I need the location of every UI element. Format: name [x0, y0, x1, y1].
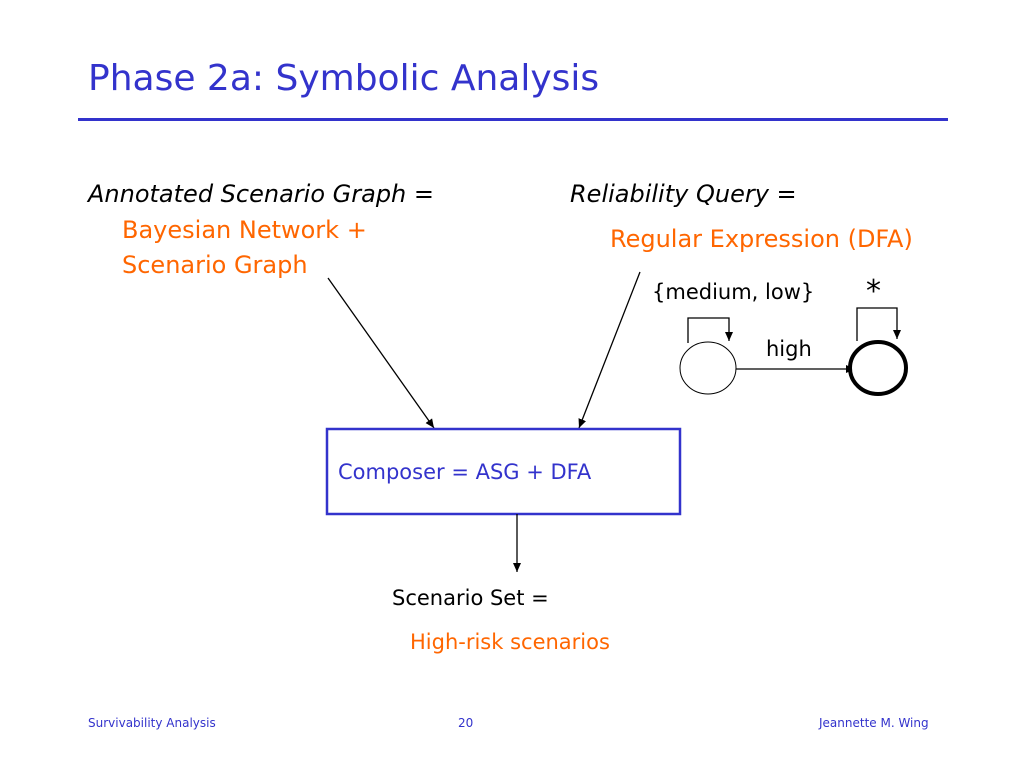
footer-left: Survivability Analysis — [88, 716, 216, 730]
asg-heading: Annotated Scenario Graph = — [88, 180, 434, 208]
query-value: Regular Expression (DFA) — [610, 225, 913, 253]
composer-box — [325, 427, 682, 516]
dfa-transition-label: high — [766, 337, 812, 361]
asg-line-2: Scenario Graph — [122, 251, 308, 279]
query-heading: Reliability Query = — [570, 180, 797, 208]
dfa-accept-loop-label: * — [866, 274, 881, 309]
result-heading: Scenario Set = — [392, 586, 549, 610]
dfa-accept-state — [848, 340, 908, 396]
dfa-start-self-loop — [687, 317, 733, 343]
footer-author: Jeannette M. Wing — [819, 716, 929, 730]
query-to-composer-arrow — [578, 271, 641, 429]
title-underline — [78, 118, 948, 121]
dfa-start-loop-label: {medium, low} — [652, 280, 815, 304]
slide-title: Phase 2a: Symbolic Analysis — [88, 58, 600, 99]
page-number: 20 — [458, 716, 474, 730]
dfa-start-state — [679, 341, 737, 395]
asg-line-1: Bayesian Network + — [122, 216, 367, 244]
dfa-accept-self-loop — [856, 307, 901, 341]
result-value: High-risk scenarios — [410, 630, 610, 654]
composer-label: Composer = ASG + DFA — [338, 460, 592, 484]
asg-to-composer-arrow — [327, 277, 435, 429]
